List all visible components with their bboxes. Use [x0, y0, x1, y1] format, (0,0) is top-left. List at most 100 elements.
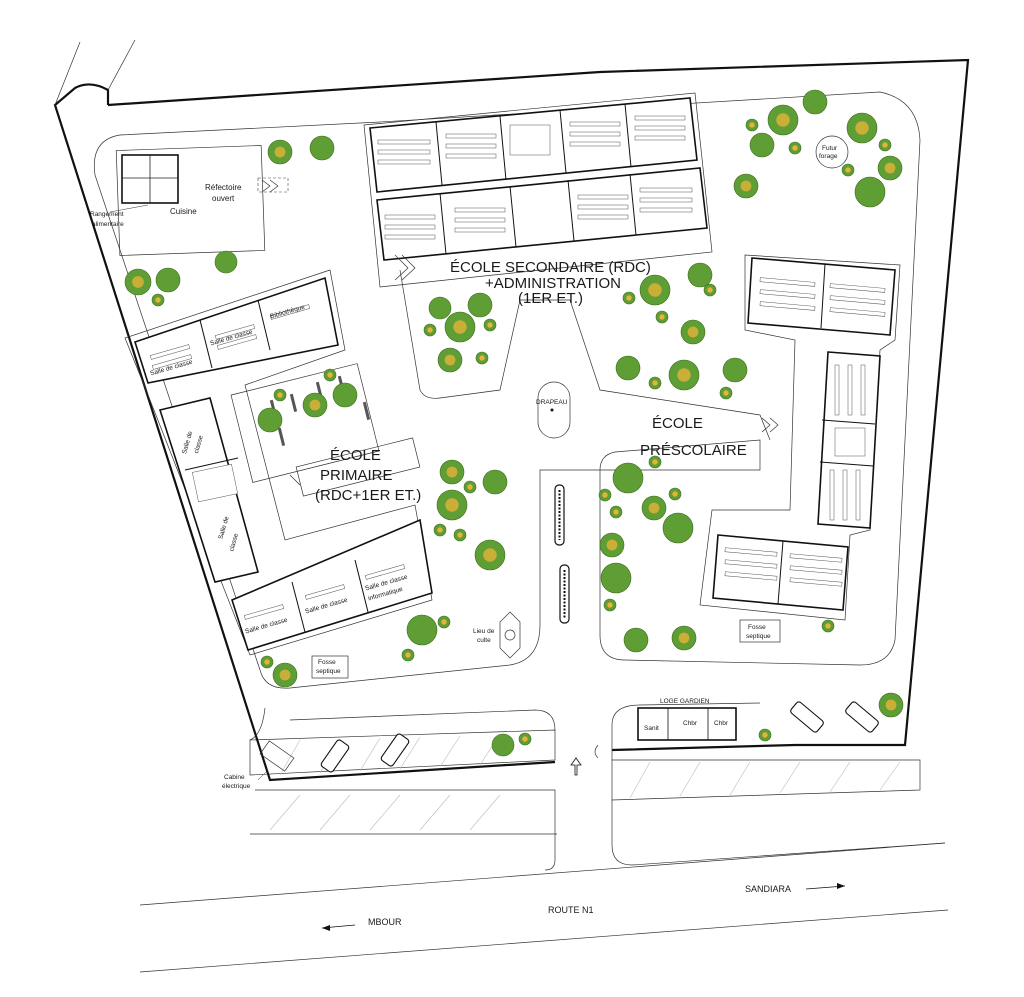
route-n1 [139, 833, 949, 973]
tree-icon [680, 319, 706, 345]
curb-arc-right [611, 702, 761, 760]
sandiara-label: SANDIARA [745, 884, 791, 894]
tree-icon [749, 132, 775, 158]
entrance-arrow-icon [570, 757, 582, 776]
tree-icon [603, 598, 617, 612]
tree-icon [877, 155, 903, 181]
lieu-culte [499, 611, 521, 659]
tree-icon [257, 407, 283, 433]
trees [124, 89, 904, 757]
tree-icon [401, 648, 415, 662]
tree-icon [841, 163, 855, 177]
ecole-primaire [124, 269, 433, 656]
tree-icon [615, 355, 641, 381]
rangement-label: Rangement [90, 211, 124, 218]
primary-class-4b: classe [228, 532, 240, 552]
tree-icon [267, 139, 293, 165]
tree-icon [332, 382, 358, 408]
primary-desks [149, 304, 406, 620]
walkway [399, 269, 771, 441]
tree-icon [641, 495, 667, 521]
tree-icon [671, 625, 697, 651]
boundary-wall [53, 39, 970, 782]
primary-class-3b: classe [193, 434, 205, 454]
chbr-label-1: Chbr [683, 720, 698, 727]
tree-icon [788, 141, 802, 155]
drapeau [537, 381, 571, 439]
sandiara-arrowhead [837, 883, 845, 889]
tree-icon [655, 310, 669, 324]
secondary-label-2: +ADMINISTRATION [485, 275, 621, 292]
tree-icon [302, 392, 328, 418]
tree-icon [623, 627, 649, 653]
sanit-label: Sanit [644, 725, 659, 732]
tree-icon [444, 311, 476, 343]
tree-icon [598, 488, 612, 502]
tree-icon [854, 176, 886, 208]
curb-arc-left2 [289, 709, 556, 731]
tree-icon [648, 376, 662, 390]
tree-icon [260, 655, 274, 669]
tree-icon [639, 274, 671, 306]
fosse-label-2b: septique [746, 633, 771, 640]
tree-icon [453, 528, 467, 542]
tree-icon [155, 267, 181, 293]
tree-icon [491, 733, 515, 757]
prescolaire-label-2: PRÉSCOLAIRE [640, 442, 747, 459]
primary-label-2: PRIMAIRE [320, 467, 393, 484]
mbour-label: MBOUR [368, 917, 402, 927]
tree-icon [467, 292, 493, 318]
tree-icon [733, 173, 759, 199]
tree-icon [648, 455, 662, 469]
tree-icon [622, 291, 636, 305]
ecole-secondaire [261, 92, 713, 288]
pre-desks [724, 277, 886, 587]
prescolaire-label-1: ÉCOLE [652, 415, 703, 432]
tree-icon [612, 462, 644, 494]
tree-icon [878, 692, 904, 718]
curb-left [255, 789, 556, 871]
tree-icon [273, 388, 287, 402]
tree-icon [437, 347, 463, 373]
tree-icon [436, 489, 468, 521]
tree-icon [599, 532, 625, 558]
tree-icon [668, 487, 682, 501]
loge-label: LOGE GARDIEN [660, 698, 710, 705]
curb-right [611, 800, 946, 866]
rangement-label-2: alimentaire [92, 221, 124, 228]
fosse-label-1a: Fosse [318, 659, 336, 666]
tree-icon [878, 138, 892, 152]
refectoire: Réfectoire ouvert Cuisine Rangement alim… [90, 145, 289, 256]
forage-label-2: forage [819, 153, 838, 160]
tree-icon [439, 459, 465, 485]
tree-icon [609, 505, 623, 519]
tree-icon [745, 118, 759, 132]
tree-icon [423, 323, 437, 337]
tree-icon [433, 523, 447, 537]
primary-label-3: (RDC+1ER ET.) [315, 487, 421, 504]
tree-icon [151, 293, 165, 307]
tree-icon [214, 250, 238, 274]
tree-icon [687, 262, 713, 288]
tree-icon [272, 662, 298, 688]
tree-icon [482, 469, 508, 495]
refectoire-label: Réfectoire [205, 183, 242, 192]
tree-icon [518, 732, 532, 746]
loge-gardien [637, 707, 737, 741]
tree-icon [758, 728, 772, 742]
lieu-culte-label-1: Lieu de [473, 628, 495, 635]
parking-left [249, 729, 556, 776]
route-label: ROUTE N1 [548, 905, 594, 915]
tree-icon [437, 615, 451, 629]
cabine-electrique [257, 740, 295, 781]
tree-icon [309, 135, 335, 161]
tree-icon [475, 351, 489, 365]
parking-hatch [269, 733, 901, 831]
benches-central [554, 484, 570, 624]
tree-icon [719, 386, 733, 400]
tree-icon [483, 318, 497, 332]
tree-icon [703, 283, 717, 297]
secondary-label-1: ÉCOLE SECONDAIRE (RDC) [450, 259, 651, 276]
tree-icon [802, 89, 828, 115]
parking-right [611, 759, 921, 801]
